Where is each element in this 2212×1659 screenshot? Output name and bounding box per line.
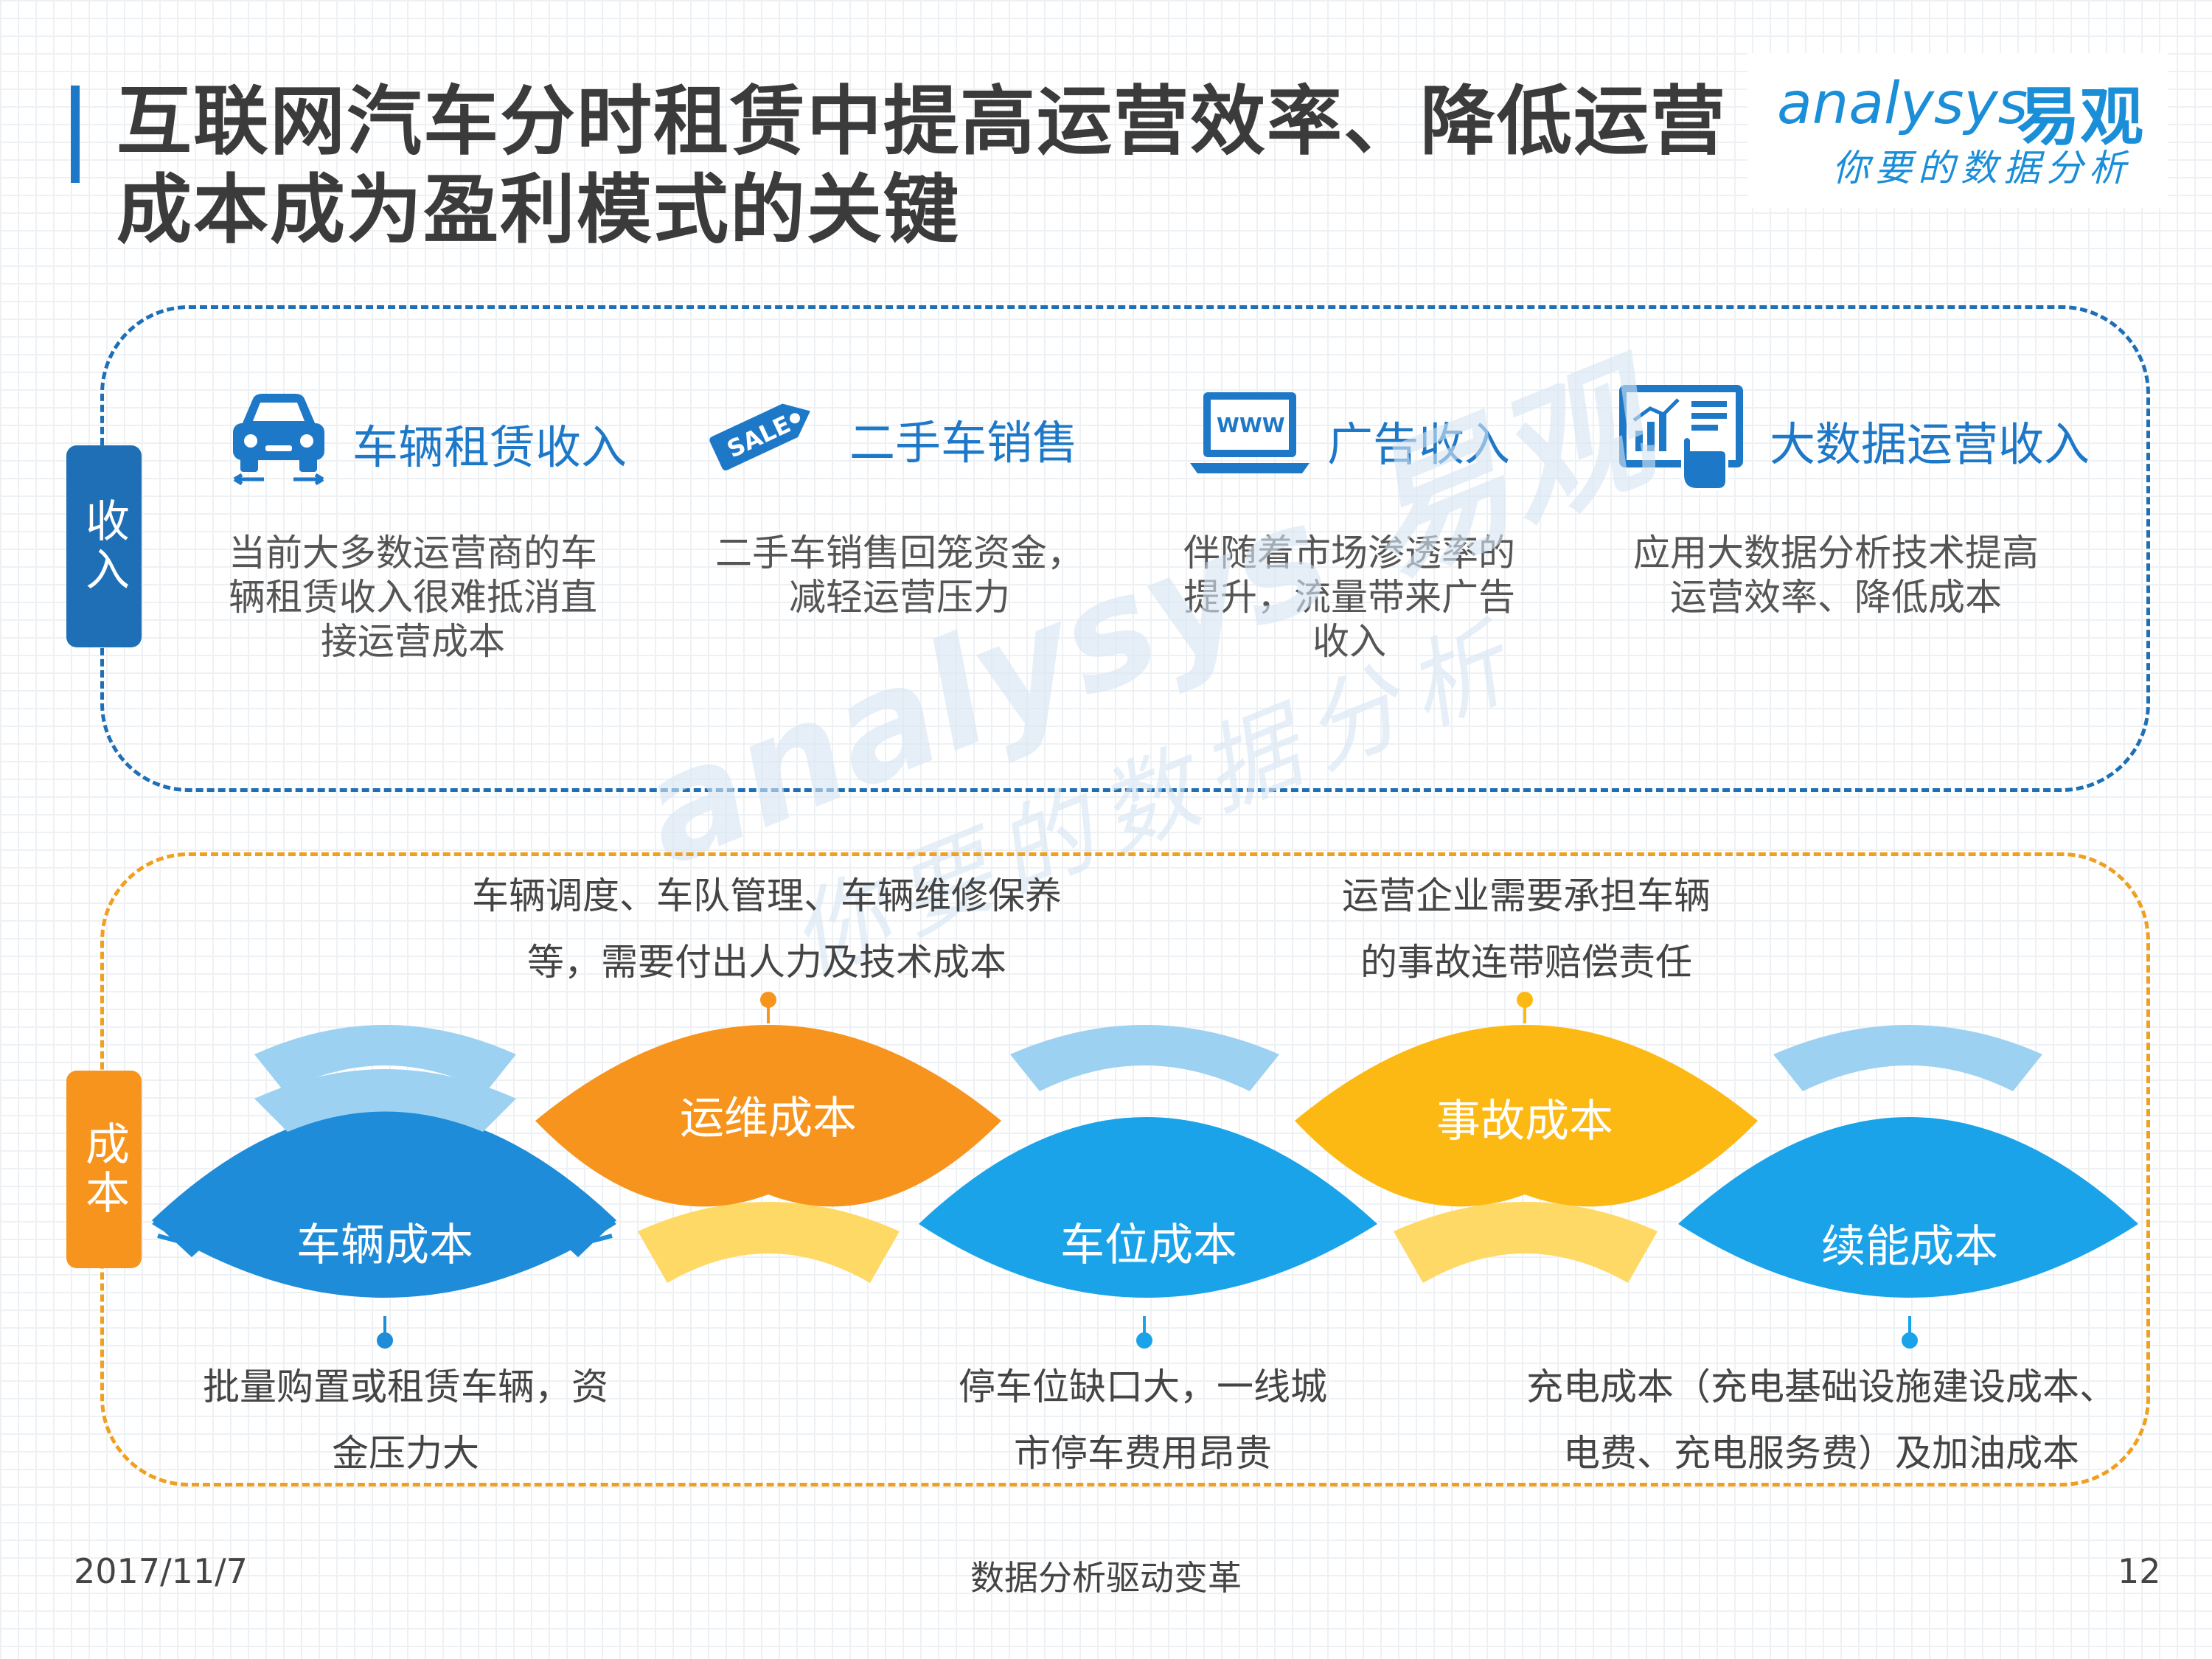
cost-item-desc-parking: 停车位缺口大，一线城市停车费用昂贵: [959, 1366, 1327, 1475]
income-item-title: 二手车销售: [849, 416, 1079, 470]
logo: [1747, 53, 2168, 208]
cost-item-title-energy: 续能成本: [1821, 1221, 1998, 1273]
cost-label: 成本: [66, 1071, 142, 1268]
cost-item-title-parking: 车位成本: [1060, 1220, 1237, 1271]
income-label: 收入: [66, 445, 142, 647]
income-item-title: 广告收入: [1327, 417, 1511, 471]
arc-accident-cost: [1295, 1025, 1758, 1283]
title-accent-bar: [71, 86, 80, 183]
cost-item-desc-vehicle: 批量购置或租赁车辆，资金压力大: [203, 1366, 608, 1475]
cost-item-desc-energy: 充电成本（充电基础设施建设成本、电费、充电服务费）及加油成本: [1526, 1366, 2116, 1475]
svg-text:WWW: WWW: [1217, 413, 1285, 437]
car-icon: [220, 380, 338, 491]
cost-item-title-vehicle: 车辆成本: [296, 1220, 473, 1271]
income-item-desc: 应用大数据分析技术提高运营效率、降低成本: [1633, 532, 2039, 619]
footer-date: 2017/11/7: [74, 1551, 248, 1591]
page-title: 互联网汽车分时租赁中提高运营效率、降低运营成本成为盈利模式的关键: [116, 78, 1727, 254]
footer-tagline: 数据分析驱动变革: [970, 1558, 1242, 1598]
connector-parking: [1136, 1316, 1152, 1349]
arc-vehicle-cost: [152, 1025, 616, 1298]
cost-item-desc-accident: 运营企业需要承担车辆的事故连带赔偿责任: [1342, 874, 1711, 984]
income-item-desc: 当前大多数运营商的车辆租赁收入很难抵消直接运营成本: [229, 532, 597, 663]
www-laptop-icon: WWW: [1187, 380, 1310, 491]
sale-tag-icon: SALE: [708, 376, 826, 487]
logo-tagline: 你要的数据分析: [1832, 147, 2132, 189]
arc-parking-cost: [919, 1025, 1377, 1298]
connector-vehicle: [377, 1316, 393, 1349]
income-item-desc: 二手车销售回笼资金，减轻运营压力: [715, 532, 1084, 619]
page-number: 12: [2118, 1551, 2161, 1591]
income-item-title: 车辆租赁收入: [352, 420, 627, 474]
cost-item-title-accident: 事故成本: [1436, 1096, 1613, 1147]
connector-accident: [1517, 992, 1533, 1023]
arc-maintenance-cost: [535, 1025, 1001, 1283]
cost-item-title-maintenance: 运维成本: [680, 1093, 857, 1144]
logo-brand-cn: 易观: [2017, 80, 2143, 154]
data-tablet-icon: [1615, 379, 1743, 491]
income-item-desc: 伴随着市场渗透率的提升，流量带来广告收入: [1183, 532, 1515, 663]
connector-maintenance: [760, 992, 776, 1023]
connector-energy: [1902, 1316, 1918, 1349]
income-item-title: 大数据运营收入: [1770, 417, 2090, 471]
arc-energy-cost: [1678, 1025, 2138, 1298]
cost-item-desc-maintenance: 车辆调度、车队管理、车辆维修保养等，需要付出人力及技术成本: [472, 874, 1062, 984]
logo-brand: analysys: [1777, 71, 2028, 137]
